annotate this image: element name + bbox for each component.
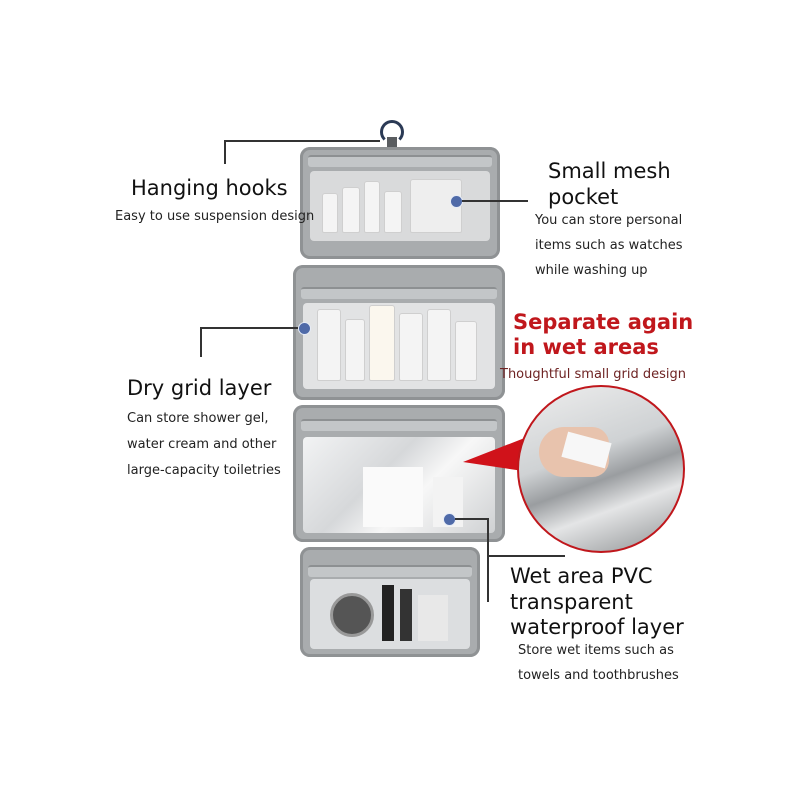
- dry-grid-description-1: Can store shower gel,: [127, 411, 269, 426]
- wet-area-title-2: transparent: [510, 590, 633, 614]
- detail-zoom-circle: [517, 385, 685, 553]
- wet-area-title-3: waterproof layer: [510, 615, 684, 639]
- dry-grid-description-3: large-capacity toiletries: [127, 463, 281, 478]
- separate-title-2: in wet areas: [513, 335, 659, 359]
- mesh-pocket-description-2: items such as watches: [535, 238, 683, 253]
- hook-strap: [387, 137, 397, 151]
- bottom-pvc-panel: [300, 547, 480, 657]
- mesh-pocket-description-1: You can store personal: [535, 213, 683, 228]
- hanging-hooks-description: Easy to use suspension design: [115, 209, 315, 224]
- mesh-pocket-description-3: while washing up: [535, 263, 648, 278]
- separate-description: Thoughtful small grid design: [500, 367, 686, 382]
- mesh-pocket-title-1: Small mesh: [548, 159, 671, 183]
- mesh-pocket-panel: [300, 147, 500, 259]
- hanger-hook-icon: [380, 120, 404, 144]
- wet-area-description-2: towels and toothbrushes: [518, 668, 679, 683]
- dry-grid-marker-icon: [298, 322, 311, 335]
- dry-grid-description-2: water cream and other: [127, 437, 277, 452]
- mesh-pocket-title-2: pocket: [548, 185, 619, 209]
- toiletry-bag-image: [290, 115, 510, 660]
- separate-title-1: Separate again: [513, 310, 694, 334]
- dry-grid-panel: [293, 265, 505, 400]
- wet-area-title-1: Wet area PVC: [510, 564, 653, 588]
- wet-area-description-1: Store wet items such as: [518, 643, 674, 658]
- hanging-hooks-title: Hanging hooks: [131, 176, 288, 200]
- dry-grid-title: Dry grid layer: [127, 376, 272, 400]
